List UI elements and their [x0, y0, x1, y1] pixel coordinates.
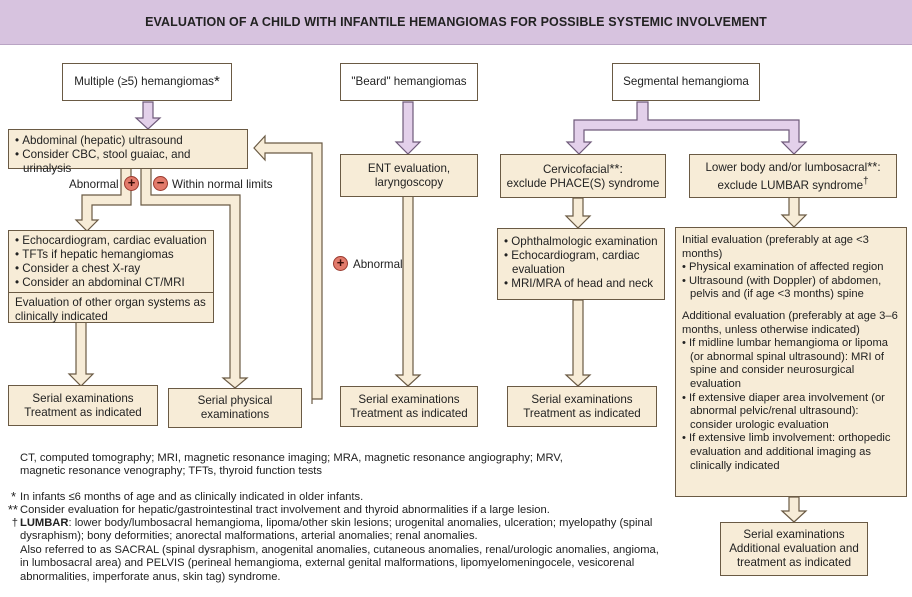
arrow-ent-to-serial	[394, 195, 422, 387]
lower-body-label: Lower body and/or lumbosacral	[705, 160, 868, 174]
multiple-hemangiomas-label: Multiple (≥5) hemangiomas	[74, 75, 214, 88]
multiple-hemangiomas-box: Multiple (≥5) hemangiomas*	[62, 63, 232, 101]
cervicofacial-sub: exclude PHACE(S) syndrome	[506, 176, 660, 190]
additional-eval-title: Additional evaluation (preferably at age…	[682, 309, 898, 336]
workup-item: Echocardiogram, cardiac evaluation	[15, 234, 207, 248]
arrow-workup-to-serial	[67, 321, 95, 387]
workup-item: Consider a chest X-ray	[15, 262, 207, 276]
exam-item: Echocardiogram, cardiac evaluation	[504, 249, 658, 277]
beard-hemangiomas-box: "Beard" hemangiomas	[340, 63, 478, 101]
abnormal-label: Abnormal	[69, 178, 119, 191]
plus-icon: +	[124, 176, 139, 191]
arrow-beard-to-ent	[394, 101, 422, 155]
double-star-mark: **	[7, 502, 18, 517]
additional-eval-item: If extensive limb involvement: orthopedi…	[682, 432, 901, 473]
minus-icon: −	[153, 176, 168, 191]
workup-item: Consider an abdominal CT/MRI	[15, 276, 207, 290]
abbreviations-note: CT, computed tomography; MRI, magnetic r…	[20, 452, 563, 478]
lumbar-text: : lower body/lumbosacral hemangioma, lip…	[20, 517, 653, 543]
arrow-exams-to-serial	[564, 299, 592, 387]
initial-screen-box: Abdominal (hepatic) ultrasound Consider …	[8, 129, 248, 175]
star-mark: *	[10, 489, 16, 504]
cervicofacial-label: Cervicofacial	[542, 162, 610, 176]
exam-item: Ophthalmologic examination	[504, 235, 658, 249]
normal-label: Within normal limits	[172, 178, 273, 191]
cervicofacial-box: Cervicofacial**: exclude PHACE(S) syndro…	[500, 154, 666, 198]
serial-box-4: Serial examinations Additional evaluatio…	[720, 522, 868, 576]
lumbar-evaluation-box: Initial evaluation (preferably at age <3…	[675, 227, 907, 497]
plus-icon: +	[333, 256, 348, 271]
abnormal-label: Abnormal	[353, 258, 403, 271]
lumbar-footnote: LUMBAR: lower body/lumbosacral hemangiom…	[20, 517, 670, 544]
star-footnote: In infants ≤6 months of age and as clini…	[20, 491, 364, 503]
workup-box: Echocardiogram, cardiac evaluation TFTs …	[8, 230, 214, 323]
star-mark: *	[213, 73, 220, 90]
arrow-multiple-to-screen	[134, 101, 162, 130]
exam-item: MRI/MRA of head and neck	[504, 277, 658, 291]
serial-physical-box: Serial physical examinations	[168, 388, 302, 428]
arrow-abnormal-to-workup	[74, 167, 132, 232]
serial-box-1: Serial examinations Treatment as indicat…	[8, 385, 158, 426]
serial-box-2: Serial examinations Treatment as indicat…	[340, 386, 478, 427]
segmental-hemangioma-box: Segmental hemangioma	[612, 63, 760, 101]
dagger-mark: †	[863, 175, 869, 187]
also-referred-note: Also referred to as SACRAL (spinal dysra…	[20, 544, 659, 583]
initial-eval-item: Ultrasound (with Doppler) of abdomen, pe…	[682, 275, 901, 302]
additional-eval-item: If midline lumbar hemangioma or lipoma (…	[682, 337, 901, 391]
cervicofacial-exams-box: Ophthalmologic examination Echocardiogra…	[497, 228, 665, 300]
initial-eval-item: Physical examination of affected region	[682, 261, 901, 275]
other-organs: Evaluation of other organ systems as cli…	[9, 292, 213, 327]
lumbar-heading: LUMBAR	[20, 517, 69, 529]
ent-box: ENT evaluation, laryngoscopy	[340, 154, 478, 197]
arrow-loop-back	[253, 134, 323, 404]
screen-item: Abdominal (hepatic) ultrasound	[15, 134, 241, 148]
arrow-segmental-split	[565, 101, 808, 155]
dagger-mark: †	[11, 517, 18, 529]
double-star-mark: **:	[609, 160, 624, 176]
double-star-mark: **	[867, 158, 878, 174]
lower-body-box: Lower body and/or lumbosacral**: exclude…	[689, 154, 897, 198]
diagram-title: EVALUATION OF A CHILD WITH INFANTILE HEM…	[0, 0, 912, 45]
screen-item: Consider CBC, stool guaiac, and urinalys…	[15, 148, 241, 176]
additional-eval-item: If extensive diaper area involvement (or…	[682, 392, 901, 433]
initial-eval-title: Initial evaluation (preferably at age <3…	[682, 234, 869, 260]
arrow-lower-to-initial	[780, 196, 808, 228]
lower-body-sub: exclude LUMBAR syndrome	[717, 178, 864, 192]
serial-box-3: Serial examinations Treatment as indicat…	[507, 386, 657, 427]
arrow-initial-to-serial	[780, 496, 808, 523]
arrow-normal-to-serial	[140, 167, 249, 389]
double-star-footnote: Consider evaluation for hepatic/gastroin…	[20, 504, 550, 516]
arrow-cervico-to-exams	[564, 197, 592, 229]
workup-item: TFTs if hepatic hemangiomas	[15, 248, 207, 262]
